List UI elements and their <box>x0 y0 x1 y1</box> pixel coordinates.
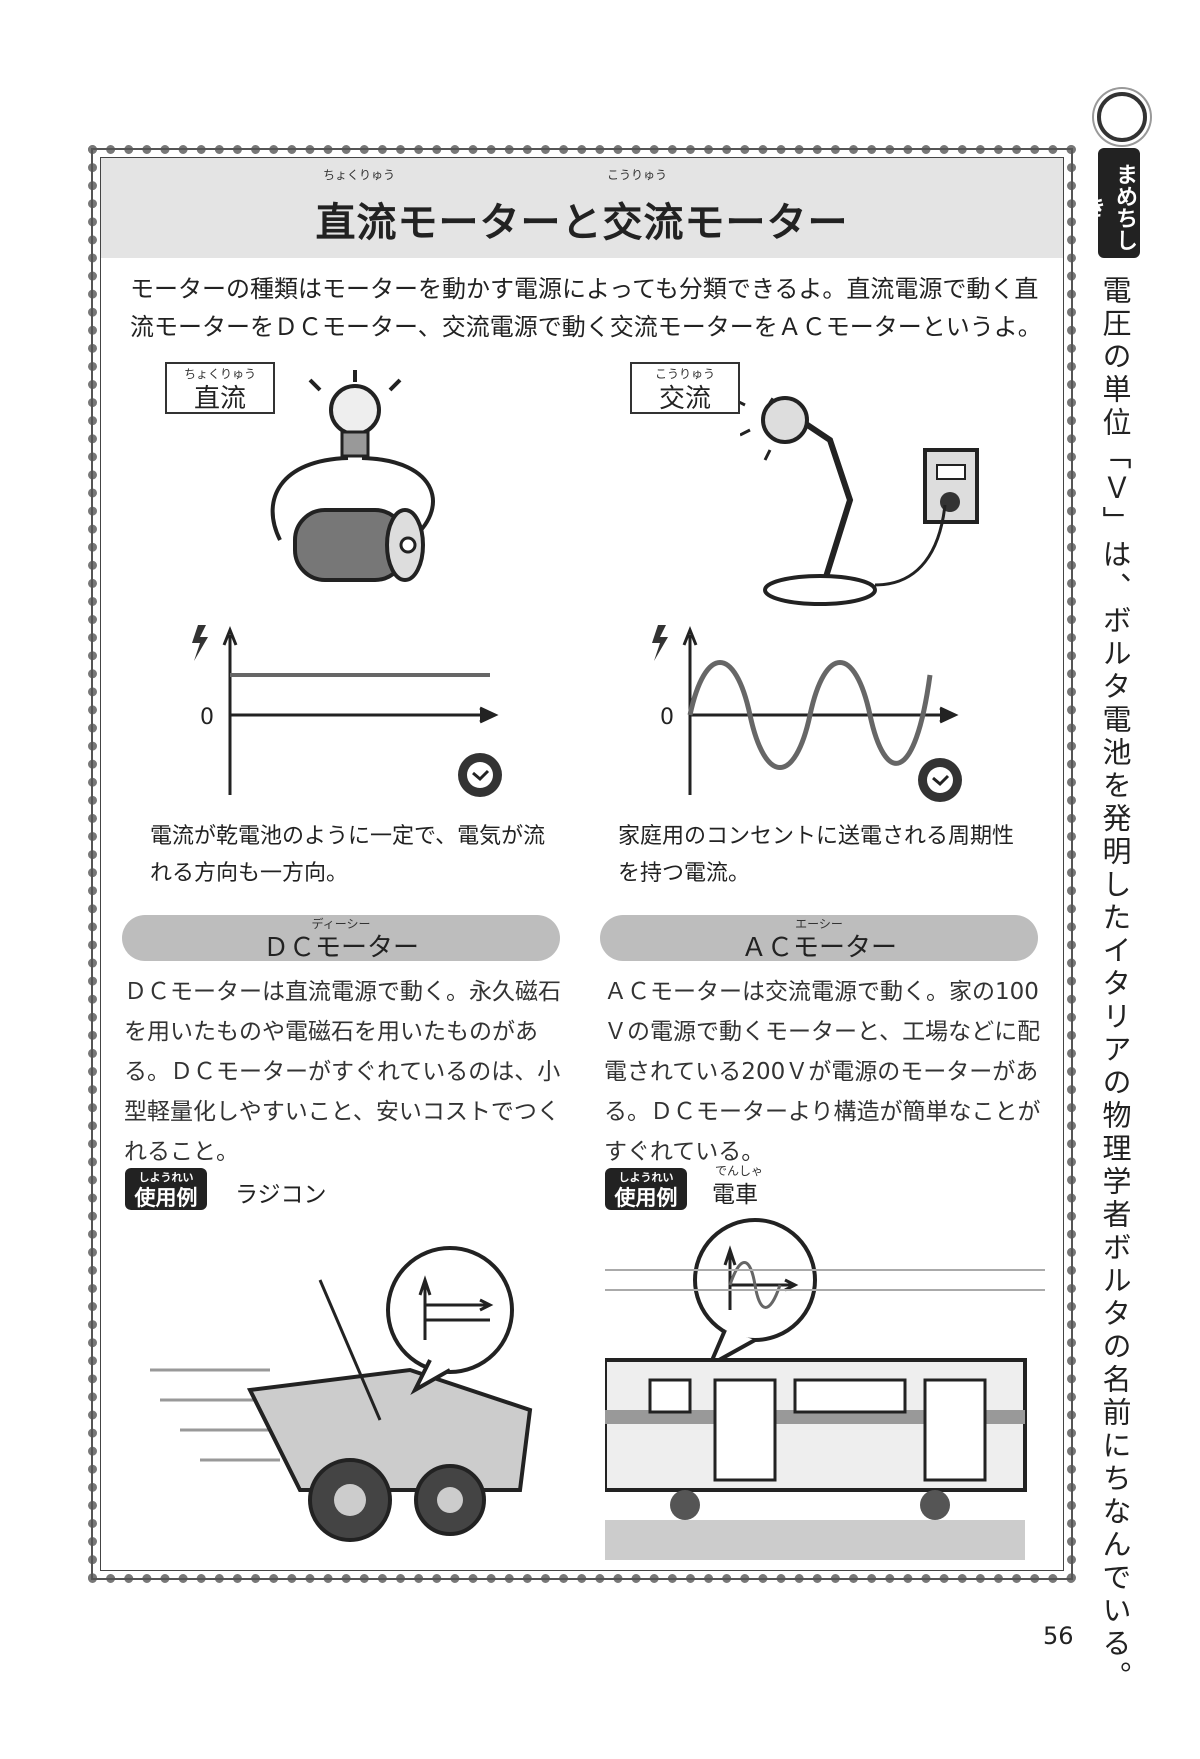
ac-example: 電車 <box>712 1182 758 1208</box>
dc-label-box: ちょくりゅう直流 <box>165 362 275 414</box>
dc-heading: ディーシー ＤＣモーター <box>122 915 560 963</box>
ac-example-ruby: でんしゃ <box>715 1164 764 1178</box>
page-border <box>88 145 1076 1583</box>
ac-heading-ruby: エーシー <box>795 917 843 931</box>
title-ruby-ac: こうりゅう <box>607 168 668 182</box>
dc-heading-ruby: ディーシー <box>311 917 371 931</box>
tip-icon <box>1097 92 1147 142</box>
rc-car-illustration <box>150 1246 533 1542</box>
dc-body: ＤＣモーターは直流電源で動く。永久磁石を用いたものや電磁石を用いたものがある。Ｄ… <box>124 979 561 1165</box>
intro-text: モーターの種類はモーターを動かす電源によっても分類できるよ。直流電源で動く直流モ… <box>130 275 1042 341</box>
ac-label-box: こうりゅう交流 <box>630 362 740 414</box>
lightning-icon <box>192 625 208 661</box>
lightning-icon <box>652 625 668 661</box>
page-title: 直流モーターと交流モーター <box>315 200 849 246</box>
ac-example-badge: しようれい使用例 <box>605 1168 687 1210</box>
ac-badge-ruby: しようれい <box>618 1171 674 1184</box>
ac-label-ruby: こうりゅう <box>654 367 715 381</box>
dc-example: ラジコン <box>235 1182 327 1208</box>
ac-body: ＡＣモーターは交流電源で動く。家の100Ｖの電源で動くモーターと、工場などに配電… <box>604 979 1041 1165</box>
dc-heading-text: ＤＣモーター <box>262 933 419 963</box>
lamp-outlet-illustration <box>740 396 979 606</box>
title-band: ちょくりゅう こうりゅう 直流モーターと交流モーター <box>101 158 1063 258</box>
page-number: 56 <box>1043 1622 1074 1650</box>
tip-label: まめちしき <box>1080 148 1140 258</box>
dc-badge-ruby: しようれい <box>138 1171 194 1184</box>
ac-heading-text: ＡＣモーター <box>740 933 897 963</box>
battery-bulb-illustration <box>270 370 435 582</box>
title-ruby-dc: ちょくりゅう <box>323 168 396 182</box>
dc-caption: 電流が乾電池のように一定で、電気が流れる方向も一方向。 <box>150 824 546 886</box>
tip-text: 電圧の単位「Ｖ」は、ボルタ電池を発明したイタリアの物理学者ボルタの名前にちなんで… <box>1098 275 1132 1694</box>
dc-example-badge: しようれい使用例 <box>125 1168 207 1210</box>
ac-heading: エーシー ＡＣモーター <box>600 915 1038 963</box>
ac-graph <box>652 625 962 802</box>
ac-label: 交流 <box>658 384 711 414</box>
ac-badge-label: 使用例 <box>614 1186 678 1210</box>
ac-caption: 家庭用のコンセントに送電される周期性を持つ電流。 <box>618 824 1015 886</box>
train-illustration <box>605 1218 1045 1560</box>
ac-graph-zero: 0 <box>660 705 674 730</box>
dc-label: 直流 <box>193 384 246 414</box>
dc-graph <box>192 625 502 797</box>
dc-label-ruby: ちょくりゅう <box>183 367 256 381</box>
dc-badge-label: 使用例 <box>134 1186 198 1210</box>
content-box <box>100 157 1064 1571</box>
dc-graph-zero: 0 <box>200 705 214 730</box>
